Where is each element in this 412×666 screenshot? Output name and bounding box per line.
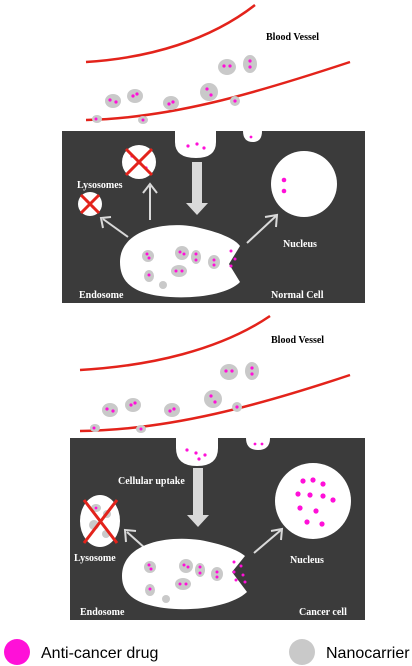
- vessel-nanocarriers: [92, 55, 257, 124]
- drug-particle: [222, 64, 225, 67]
- drug-particle: [205, 87, 208, 90]
- drug-particle: [171, 100, 174, 103]
- cellular-uptake-label: Cellular uptake: [118, 476, 185, 487]
- nanocarrier: [200, 83, 218, 101]
- drug-particle: [114, 100, 117, 103]
- anti-cancer-drug-label: Anti-cancer drug: [41, 645, 158, 662]
- cell-type-label: Cancer cell: [299, 607, 347, 618]
- blood-vessel-top: Blood Vessel: [86, 5, 350, 124]
- drug-particle: [250, 136, 253, 139]
- vessel-wall-upper: [80, 316, 270, 370]
- nanocarrier: [127, 89, 143, 103]
- drug-particle: [135, 92, 138, 95]
- drug-particle: [209, 93, 212, 96]
- nucleus-label: Nucleus: [290, 555, 324, 566]
- drug-particle: [186, 144, 189, 147]
- nanocarrier-label: Nanocarrier: [326, 645, 410, 662]
- drug-particle: [248, 65, 251, 68]
- drug-particle: [248, 59, 251, 62]
- drug-particle: [142, 119, 145, 122]
- lysosome-label: Lysosomes: [77, 180, 123, 191]
- lysosome-label: Lysosome: [74, 553, 116, 564]
- cancer-cell-panel: Blood Vessel: [70, 316, 365, 620]
- nucleus: [271, 151, 337, 217]
- nanocarrier: [243, 55, 257, 73]
- lysosome-large: [122, 145, 156, 179]
- drug-particle: [195, 142, 198, 145]
- drug-particle: [228, 64, 231, 67]
- nucleus-label: Nucleus: [283, 239, 317, 250]
- drug-particle: [233, 99, 236, 102]
- vessel-wall-lower: [86, 62, 350, 120]
- blood-vessel-bottom: Blood Vessel: [80, 316, 350, 433]
- drug-particle: [202, 146, 205, 149]
- nanocarrier: [218, 59, 236, 75]
- blood-vessel-label: Blood Vessel: [271, 335, 324, 346]
- drug-particle: [131, 94, 134, 97]
- drug-particle: [167, 102, 170, 105]
- normal-cell-panel: Blood Vessel: [62, 5, 365, 303]
- vessel-wall-upper: [86, 5, 255, 62]
- drug-particle: [95, 118, 98, 121]
- nucleus: [275, 463, 351, 539]
- nanocarrier-swatch: [289, 639, 315, 665]
- lysosome-small: [78, 192, 102, 216]
- nanocarrier: [105, 94, 121, 108]
- blood-vessel-label: Blood Vessel: [266, 32, 319, 43]
- anti-cancer-drug-swatch: [4, 639, 30, 665]
- lysosome: [80, 495, 120, 547]
- nanocarrier: [163, 96, 179, 110]
- endosome-label: Endosome: [80, 607, 125, 618]
- drug-particle: [108, 98, 111, 101]
- drug-particle: [282, 189, 287, 194]
- endosome: [120, 225, 240, 297]
- legend: Anti-cancer drug Nanocarrier: [4, 639, 410, 665]
- drug-particle: [282, 178, 287, 183]
- endosome-label: Endosome: [79, 290, 124, 301]
- cell-type-label: Normal Cell: [271, 290, 324, 301]
- endosome: [122, 539, 247, 610]
